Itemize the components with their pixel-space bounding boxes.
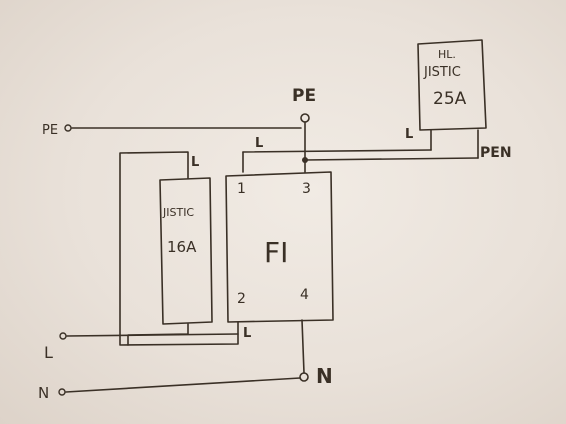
pen-wire — [304, 157, 479, 161]
pe-top-label: PE — [292, 86, 316, 106]
main-breaker-line2: JISTIC — [423, 65, 461, 80]
pen-label: PEN — [480, 145, 512, 161]
l-bottom-f1-label: L — [243, 326, 251, 341]
l-top-f1-label: L — [255, 136, 263, 151]
main-breaker-line3: 25A — [433, 89, 467, 109]
l-breaker16-label: L — [191, 155, 199, 170]
pe-left-terminal — [64, 124, 72, 132]
l-input-wire — [66, 333, 239, 337]
fi-terminal-4: 4 — [300, 287, 309, 303]
l-left-label: L — [44, 343, 53, 362]
n-input-wire — [65, 377, 301, 393]
main-breaker-box — [417, 39, 487, 131]
pe-top-terminal — [300, 113, 310, 123]
fi-terminal-3: 3 — [302, 181, 311, 197]
l-main-breaker-label: L — [405, 127, 413, 142]
main-breaker-line1: HL. — [438, 48, 456, 61]
fi-box — [225, 171, 334, 323]
l-main-wire — [242, 149, 432, 153]
fi-name: FI — [264, 236, 288, 269]
pe-left-label: PE — [42, 123, 58, 138]
n-left-terminal — [58, 388, 66, 396]
breaker16-line2: 16A — [167, 238, 197, 256]
fi-terminal-1: 1 — [237, 181, 246, 197]
breaker16-box — [159, 177, 213, 325]
n-bottom-label: N — [316, 364, 333, 388]
n-left-label: N — [38, 384, 49, 402]
l-loop-wire — [119, 151, 239, 346]
l-left-terminal — [59, 332, 67, 340]
n-to-f1-wire — [301, 319, 305, 374]
n-bottom-terminal — [299, 372, 309, 382]
fi-terminal-2: 2 — [237, 291, 246, 307]
breaker16-line1: JISTIC — [162, 206, 194, 219]
